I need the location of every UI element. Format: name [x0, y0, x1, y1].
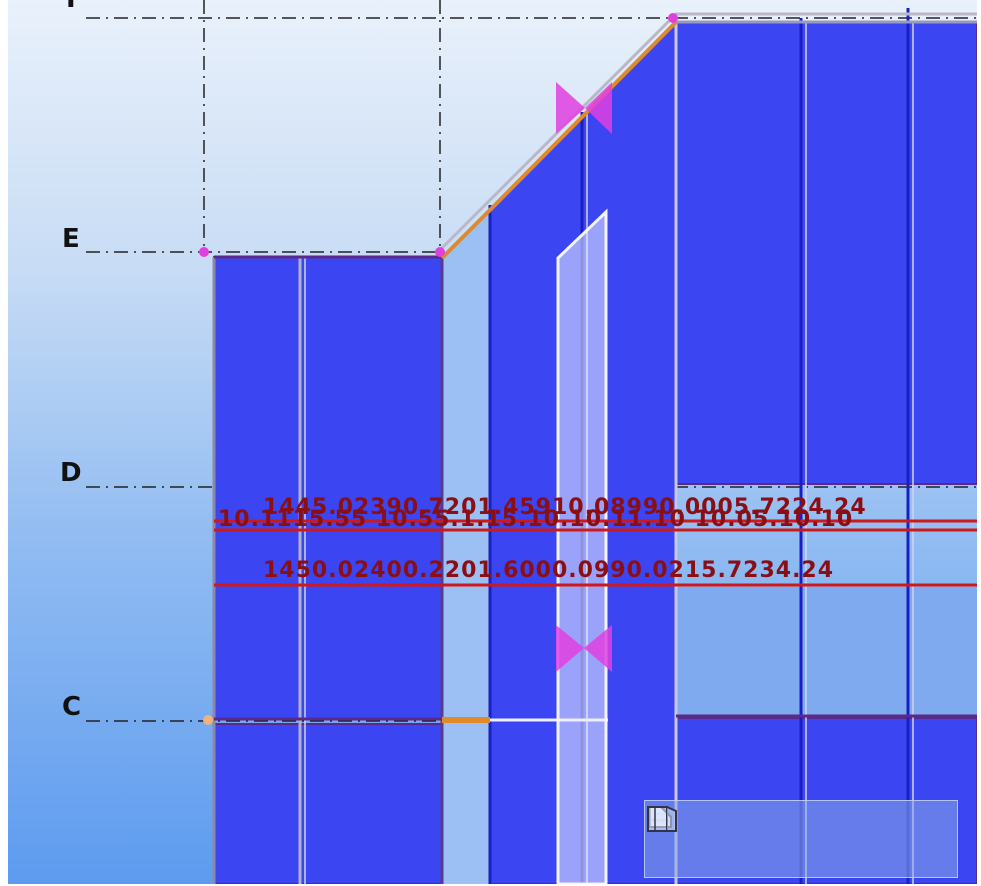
grid-label-c: C	[62, 692, 82, 722]
dimension-lines	[214, 519, 977, 587]
view-dimension-icon[interactable]	[648, 806, 797, 859]
bowtie-marker-mid	[556, 625, 584, 672]
dimension-texts: 1445.02390.7201.45910.08990.0005.7224.24…	[218, 495, 867, 583]
dim-text-lower: 1450.02400.2201.6000.0990.0215.7234.24	[263, 558, 834, 583]
dim-text-upper-a: 1445.02390.7201.45910.08990.0005.7224.24	[263, 495, 867, 520]
bowtie-marker-mid-r	[584, 625, 612, 672]
panel-left-upper	[213, 256, 443, 720]
slope-edge-orange	[440, 20, 678, 260]
panel-left-lower	[213, 723, 443, 884]
view-toolbar	[644, 800, 958, 878]
opening-band	[676, 587, 977, 717]
panel-right-upper	[675, 21, 977, 485]
grid-label-e: E	[62, 224, 80, 254]
opening-gap	[442, 257, 490, 884]
grid-label-top: I	[66, 0, 76, 12]
view-3d-icon[interactable]	[647, 806, 941, 859]
bowtie-marker-top-r	[585, 82, 612, 134]
beams	[214, 20, 977, 721]
markers	[199, 13, 678, 725]
view-side-icon[interactable]	[648, 806, 845, 859]
grid-label-d: D	[60, 458, 82, 488]
grid-node-top	[668, 13, 678, 23]
view-back-icon[interactable]	[647, 806, 893, 859]
dim-text-upper-b: 10.1115.55 10.55.1.15.10.10.11.10 10.05.…	[218, 507, 853, 532]
model-canvas[interactable]: 1445.02390.7201.45910.08990.0005.7224.24…	[8, 0, 977, 884]
grid-node-c	[203, 715, 213, 725]
view-plan-icon[interactable]	[648, 806, 749, 859]
model-viewport[interactable]: 1445.02390.7201.45910.08990.0005.7224.24…	[8, 0, 977, 884]
grid-node-e-left	[199, 247, 209, 257]
bowtie-marker-top	[556, 82, 585, 134]
selected-member	[556, 208, 608, 884]
grid-node-e-right	[435, 247, 445, 257]
